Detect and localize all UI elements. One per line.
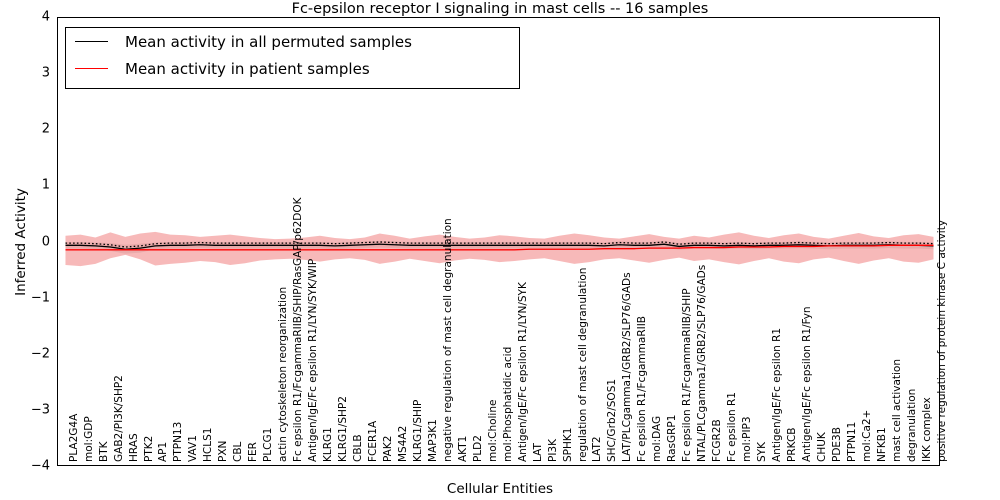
x-axis-label: Cellular Entities [446,481,554,497]
series-line [65,244,934,251]
x-tick-label: PAK2 [381,435,394,462]
x-tick-label: FER [247,442,260,462]
y-axis-label: Inferred Activity [13,187,29,296]
y-tick-label: −1 [30,290,50,306]
x-tick-label: positive regulation of protein kinase C … [935,219,948,462]
plot-area [57,17,940,466]
x-tick-label: Fc epsilon R1/FcgammaRIIB/SHIP/RasGAP/p6… [292,197,305,463]
x-tick-label: PLCG1 [262,427,275,462]
y-tick-mark [57,243,58,244]
x-tick-label: VAV1 [187,435,200,462]
x-tick-label: PTK2 [142,435,155,462]
x-tick-label: negative regulation of mast cell degranu… [441,218,454,462]
legend-label: Mean activity in all permuted samples [125,32,412,51]
x-tick-label: degranulation [905,388,918,462]
legend-color-swatch [75,41,108,42]
x-tick-label: LAT2 [591,436,604,462]
x-tick-label: regulation of mast cell degranulation [576,267,589,462]
x-tick-label: mast cell activation [890,359,903,462]
y-tick-mark [57,411,58,412]
x-tick-label: NFKB1 [875,427,888,462]
x-tick-label: mol:Ca2+ [860,409,873,462]
x-tick-label: HCLS1 [202,427,215,462]
x-tick-label: CHUK [815,432,828,462]
legend-entry: Mean activity in patient samples [66,55,519,82]
x-tick-label: NTAL/PLCgamma1/GRB2/SLP76/GADs [696,264,709,462]
x-tick-label: KLRG1 [322,427,335,462]
x-tick-label: Fc epsilon R1 [726,392,739,462]
x-tick-label: PLA2G4A [67,413,80,462]
x-tick-label: Antigen/IgE/Fc epsilon R1 [771,327,784,462]
x-tick-label: Antigen/IgE/Fc epsilon R1/LYN/SYK/WIP [307,258,320,462]
y-tick-mark [57,18,58,19]
y-tick-mark [57,186,58,187]
x-tick-label: PTPN11 [845,421,858,462]
x-tick-label: mol:Phosphatidic acid [501,346,514,462]
y-tick-label: −2 [30,346,50,362]
x-tick-label: mol:Choline [486,399,499,462]
x-tick-label: PLD2 [471,435,484,462]
series-line [65,243,934,250]
x-tick-label: PRKCB [786,427,799,462]
series-line-dotted [65,241,934,248]
x-tick-label: LAT/PLCgamma1/GRB2/SLP76/GADs [621,272,634,462]
y-tick-label: 0 [41,234,50,249]
x-tick-label: PDE3B [830,427,843,462]
legend-color-swatch [75,68,108,69]
legend-label: Mean activity in patient samples [125,59,370,78]
x-tick-label: AP1 [157,441,170,462]
plot-canvas [65,231,934,267]
x-tick-label: GAB2/PI3K/SHP2 [112,375,125,462]
confidence-band [65,231,934,267]
x-tick-label: mol:DAG [651,415,664,462]
x-tick-label: PXN [217,440,230,462]
x-tick-label: AKT1 [456,435,469,462]
y-tick-label: −4 [30,458,50,474]
x-tick-label: CBL [232,441,245,462]
chart-title: Fc-epsilon receptor I signaling in mast … [291,1,709,17]
x-tick-label: SHC/Grb2/SOS1 [606,378,619,462]
x-tick-label: actin cytoskeleton reorganization [277,286,290,462]
x-tick-label: SPHK1 [561,427,574,462]
y-tick-mark [57,299,58,300]
x-tick-label: Fc epsilon R1/FcgammaRIIB/SHIP [681,288,694,462]
x-tick-label: BTK [97,441,110,462]
x-tick-label: IKK complex [920,397,933,462]
x-tick-label: mol:GDP [82,416,95,462]
legend-entry: Mean activity in all permuted samples [66,28,519,55]
x-tick-label: Antigen/IgE/Fc epsilon R1/Fyn [801,306,814,462]
y-tick-label: 1 [41,177,50,193]
y-tick-mark [57,355,58,356]
x-tick-label: MAP3K1 [426,419,439,462]
x-tick-label: PTPN13 [172,421,185,462]
x-tick-label: FCER1A [367,420,379,462]
x-tick-label: LAT [531,443,544,462]
x-tick-label: Antigen/IgE/Fc epsilon R1/LYN/SYK [516,282,529,462]
y-tick-label: 3 [41,65,50,81]
x-tick-label: FCGR2B [711,419,724,462]
x-tick-label: KLRG1/SHP2 [337,396,350,462]
x-tick-label: Fc epsilon R1/FcgammaRIIB [636,315,649,462]
x-tick-label: mol:PIP3 [741,416,754,462]
y-tick-label: 2 [41,121,50,137]
y-tick-mark [57,74,58,75]
y-tick-label: −3 [30,402,50,418]
x-tick-label: RasGRP1 [666,414,679,462]
y-tick-label: 4 [41,9,50,25]
x-tick-label: MS4A2 [396,425,409,462]
x-tick-label: SYK [756,442,769,462]
x-tick-label: PI3K [546,439,559,462]
x-tick-label: KLRG1/SHIP [411,399,424,462]
x-tick-label: CBLB [352,434,365,462]
y-tick-mark [57,130,58,131]
x-tick-label: HRAS [127,433,140,462]
